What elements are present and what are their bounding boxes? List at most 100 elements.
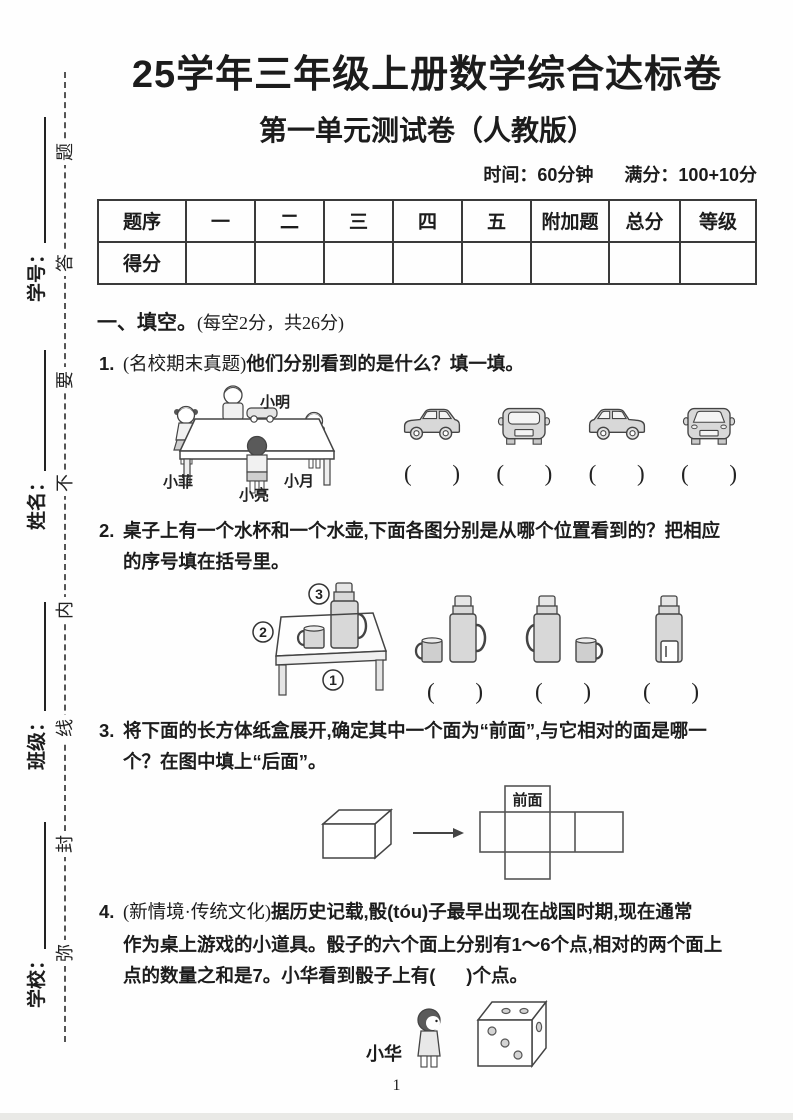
seal-char: 不: [52, 470, 78, 496]
position-label-2: 2: [252, 620, 274, 643]
answer-bracket: (): [588, 460, 645, 486]
answer-bracket: (): [496, 460, 553, 486]
paper-title: 25学年三年级上册数学综合达标卷: [131, 54, 723, 96]
answer-bracket: (): [427, 678, 483, 704]
score-cell-empty: [392, 240, 463, 285]
kettle-left-cup-right-icon: [525, 594, 604, 663]
car-view-front: (): [679, 404, 739, 486]
question-4: 4. (新情境·传统文化)据历史记载,骰(tóu)子最早出现在战国时期,现在通常…: [97, 896, 757, 991]
answer-bracket: (): [643, 678, 699, 704]
position-1-digit: 1: [329, 672, 337, 688]
question-4-line2: 作为桌上游戏的小道具。骰子的六个面上分别有1～6个点,相对的两个面上: [123, 933, 723, 955]
question-2-line1: 桌子上有一个水杯和一个水壶,下面各图分别是从哪个位置看到的？把相应: [123, 519, 721, 541]
col-header: 等级: [679, 198, 757, 243]
col-header: 附加题: [530, 198, 610, 243]
question-2-figure: 3 2 1: [97, 580, 757, 704]
col-header: 三: [323, 198, 394, 243]
score-row-label: 得分: [97, 240, 187, 285]
kid-name-top: 小明: [260, 394, 290, 411]
car-front-icon: [682, 407, 736, 445]
box-net-diagram: 前面: [479, 784, 624, 880]
seal-char: 封: [52, 831, 78, 857]
question-1-figure: 小明 小菲 小亮 小月 (): [97, 382, 757, 507]
exam-meta: 时间：60分钟 满分：100+10分: [97, 161, 757, 187]
paper-subtitle: 第一单元测试卷（人教版）: [258, 114, 595, 146]
question-3-line2: 个？在图中填上“后面”。: [123, 750, 327, 772]
kettle-on-table: [330, 581, 368, 649]
name-label: 姓名：: [27, 472, 48, 530]
section-1-points-note: (每空2分，共26分): [197, 312, 344, 333]
car-side-right-icon: [403, 408, 461, 440]
student-id-label: 学号：: [27, 244, 48, 302]
question-1-number: 1.: [99, 352, 115, 374]
boy-looking-icon: [417, 1007, 441, 1068]
score-table: 题序 一 二 三 四 五 附加题 总分 等级 得分: [97, 198, 757, 285]
cup-left-kettle-right-icon: [414, 594, 487, 663]
score-cell-empty: [461, 240, 532, 285]
score-cell-empty: [323, 240, 394, 285]
col-header: 总分: [608, 198, 681, 243]
seal-char: 题: [52, 139, 78, 165]
score-cell-empty: [254, 240, 325, 285]
question-1-text: 他们分别看到的是什么？填一填。: [246, 352, 524, 374]
question-2-number: 2.: [99, 519, 115, 541]
score-cell-empty: [608, 240, 681, 285]
question-3: 3. 将下面的长方体纸盒展开,确定其中一个面为“前面”,与它相对的面是哪一 个？…: [97, 715, 757, 777]
score-cell-empty: [530, 240, 610, 285]
class-field: 班级：: [24, 600, 50, 770]
col-header: 五: [461, 198, 532, 243]
kettle-view-options: () (): [414, 580, 712, 704]
kid-name-front: 小亮: [239, 486, 269, 504]
seal-char: 弥: [52, 940, 78, 966]
name-field: 姓名：: [24, 348, 50, 530]
position-3-digit: 3: [315, 586, 323, 602]
answer-bracket: (): [680, 460, 737, 486]
car-rear-icon: [498, 407, 551, 445]
view-option-3: (): [630, 594, 712, 704]
position-label-3: 3: [308, 582, 330, 605]
car-views: () (): [363, 382, 757, 486]
page-number: 1: [392, 1077, 401, 1094]
table-graphic: [178, 417, 336, 486]
kid-name-left: 小菲: [163, 473, 193, 491]
seal-char: 要: [52, 367, 78, 393]
table-graphic: [275, 611, 388, 696]
dice-icon: [476, 999, 548, 1068]
kids-scene-wrap: 小明 小菲 小亮 小月: [153, 382, 363, 507]
score-cell-empty: [679, 240, 757, 285]
kettle-scene-wrap: 3 2 1: [223, 580, 398, 702]
section-1-title: 一、填空。: [97, 311, 197, 334]
answer-bracket: (): [404, 460, 460, 486]
question-4-line1: (新情境·传统文化)据历史记载,骰(tóu)子最早出现在战国时期,现在通常: [123, 900, 693, 923]
seal-dashed-line: [64, 72, 66, 1042]
table-kettle-cup-illustration: 3 2 1: [252, 581, 388, 696]
score-table-header-row: 题序 一 二 三 四 五 附加题 总分 等级: [97, 198, 757, 243]
kid-xiaoliang: [246, 435, 268, 493]
col-header: 题序: [97, 198, 187, 243]
score-cell-empty: [185, 240, 256, 285]
kettle-with-cup-front-icon: [655, 594, 683, 663]
scan-edge-strip: [0, 1113, 793, 1120]
full-score: 满分：100+10分: [624, 164, 757, 185]
position-label-1: 1: [322, 668, 344, 691]
question-4-line3: 点的数量之和是7。小华看到骰子上有( )个点。: [123, 964, 528, 986]
position-2-digit: 2: [259, 624, 267, 640]
question-4-number: 4.: [99, 900, 115, 922]
section-1-heading: 一、填空。(每空2分，共26分): [97, 306, 757, 335]
seal-char: 答: [52, 250, 78, 276]
question-3-line1: 将下面的长方体纸盒展开,确定其中一个面为“前面”,与它相对的面是哪一: [123, 719, 707, 741]
kid-xiaoming: [222, 384, 244, 421]
toy-car-graphic: [246, 406, 278, 423]
net-front-face-label: 前面: [512, 791, 542, 809]
arrow-right-icon: [413, 827, 464, 838]
col-header: 一: [185, 198, 256, 243]
question-2: 2. 桌子上有一个水杯和一个水壶,下面各图分别是从哪个位置看到的？把相应 的序号…: [97, 515, 757, 577]
car-view-side-right: (): [399, 404, 465, 486]
question-2-line2: 的序号填在括号里。: [123, 550, 290, 572]
question-3-figure: 前面: [319, 783, 757, 883]
cup-on-table: [296, 624, 325, 649]
student-id-field: 学号：: [24, 115, 50, 302]
question-1-tag: (名校期末真题): [123, 354, 247, 375]
col-header: 四: [392, 198, 463, 243]
